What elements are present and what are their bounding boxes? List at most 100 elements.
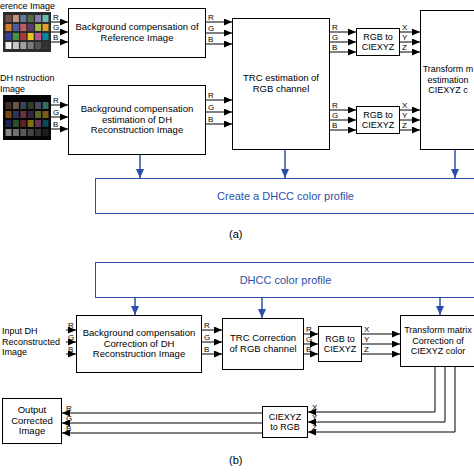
signal-arrow [51, 117, 68, 118]
channel-label: Y [364, 336, 369, 344]
image-title: DH nstruction Image [0, 73, 66, 94]
channel-label: B [68, 346, 73, 354]
figure-label: (b) [229, 454, 242, 466]
channel-label: R [208, 14, 214, 22]
conversion-box: RGB to CIEXYZ [356, 106, 400, 134]
profile-arrow [439, 298, 441, 315]
channel-label: Z [364, 346, 369, 354]
signal-arrow [202, 354, 222, 355]
channel-label: G [208, 104, 214, 112]
channel-label: Z [402, 44, 407, 52]
node-text: RGB to CIEXYZ [320, 334, 360, 355]
channel-label: G [208, 25, 214, 33]
signal-arrow [51, 129, 68, 130]
profile-band: DHCC color profile [95, 262, 474, 298]
channel-label: R [332, 24, 338, 32]
signal-arrow [206, 100, 232, 101]
signal-arrow [66, 330, 76, 331]
node-text: Transform m estimation CIEXYZ c [422, 64, 474, 95]
channel-label: G [332, 112, 338, 120]
channel-label: B [53, 34, 58, 42]
signal-arrow [304, 354, 318, 355]
signal-arrow [400, 130, 420, 131]
node-text: DHCC color profile [240, 274, 332, 287]
signal-arrow [62, 423, 262, 424]
channel-label: B [66, 425, 71, 433]
node-text: Transform matrix Correction of CIEXYZ co… [402, 325, 474, 356]
conversion-box: RGB to CIEXYZ [318, 326, 362, 362]
profile-arrow [261, 298, 263, 318]
process-box: Background compensation Correction of DH… [76, 315, 202, 373]
process-box: TRC estimation of RGB channel [232, 18, 330, 150]
signal-arrow [206, 44, 232, 45]
dh-image: DH nstruction Image [3, 95, 51, 140]
image-title: erence Image [0, 1, 66, 11]
dh-checker [3, 95, 51, 140]
node-text: Output Corrected Image [5, 405, 59, 438]
signal-arrow [66, 354, 76, 355]
channel-label: B [332, 122, 337, 130]
signal-arrow [202, 330, 222, 331]
signal-arrow [62, 433, 262, 434]
channel-label: G [306, 336, 312, 344]
signal-arrow [330, 32, 356, 33]
node-text: Background compensation estimation of DH… [71, 104, 203, 137]
process-box: TRC Correction of RGB channel [222, 318, 304, 370]
profile-arrow [454, 150, 456, 178]
channel-label: B [208, 36, 213, 44]
signal-arrow [66, 342, 76, 343]
channel-label: R [332, 102, 338, 110]
node-text: CIEXYZ to RGB [264, 412, 306, 433]
signal-arrow [206, 112, 232, 113]
signal-arrow [206, 124, 232, 125]
signal-arrow [51, 42, 68, 43]
process-box: Background compensation estimation of DH… [68, 85, 206, 155]
conversion-box: RGB to CIEXYZ [356, 28, 400, 56]
signal-arrow [330, 130, 356, 131]
signal-arrow [330, 110, 356, 111]
signal-arrow [202, 342, 222, 343]
node-text: RGB to CIEXYZ [358, 32, 398, 53]
channel-label: G [53, 24, 59, 32]
channel-label: R [204, 322, 210, 330]
signal-arrow [308, 367, 435, 412]
profile-arrow [284, 150, 286, 178]
channel-label: Y [402, 112, 407, 120]
signal-arrow [206, 22, 232, 23]
signal-arrow [330, 42, 356, 43]
signal-arrow [362, 354, 400, 355]
channel-label: Z [402, 122, 407, 130]
node-text: Input DH Reconstructed Image [2, 326, 64, 357]
signal-arrow [51, 105, 68, 106]
channel-label: X [402, 102, 407, 110]
channel-label: Y [312, 414, 317, 422]
channel-label: B [306, 346, 311, 354]
channel-label: R [53, 14, 59, 22]
profile-arrow [139, 155, 141, 178]
signal-arrow [330, 120, 356, 121]
channel-label: B [208, 116, 213, 124]
node-text: RGB to CIEXYZ [358, 110, 398, 131]
reference-image: erence Image [3, 12, 51, 52]
node-text: TRC estimation of RGB channel [235, 73, 327, 95]
channel-label: R [306, 326, 312, 334]
channel-label: X [402, 24, 407, 32]
channel-label: B [204, 346, 209, 354]
output-box: Output Corrected Image [2, 398, 62, 444]
signal-arrow [400, 32, 420, 33]
node-text: Background compensation Correction of DH… [79, 328, 199, 361]
channel-label: Y [402, 34, 407, 42]
conversion-box: CIEXYZ to RGB [262, 406, 308, 438]
signal-arrow [51, 22, 68, 23]
signal-arrow [400, 120, 420, 121]
signal-arrow [308, 367, 445, 422]
signal-arrow [62, 413, 262, 414]
figure-label: (a) [229, 228, 242, 240]
signal-arrow [51, 32, 68, 33]
input-label: Input DH Reconstructed Image [0, 318, 66, 366]
node-text: TRC Correction of RGB channel [225, 333, 301, 355]
profile-arrow [134, 298, 136, 315]
signal-arrow [362, 334, 400, 335]
